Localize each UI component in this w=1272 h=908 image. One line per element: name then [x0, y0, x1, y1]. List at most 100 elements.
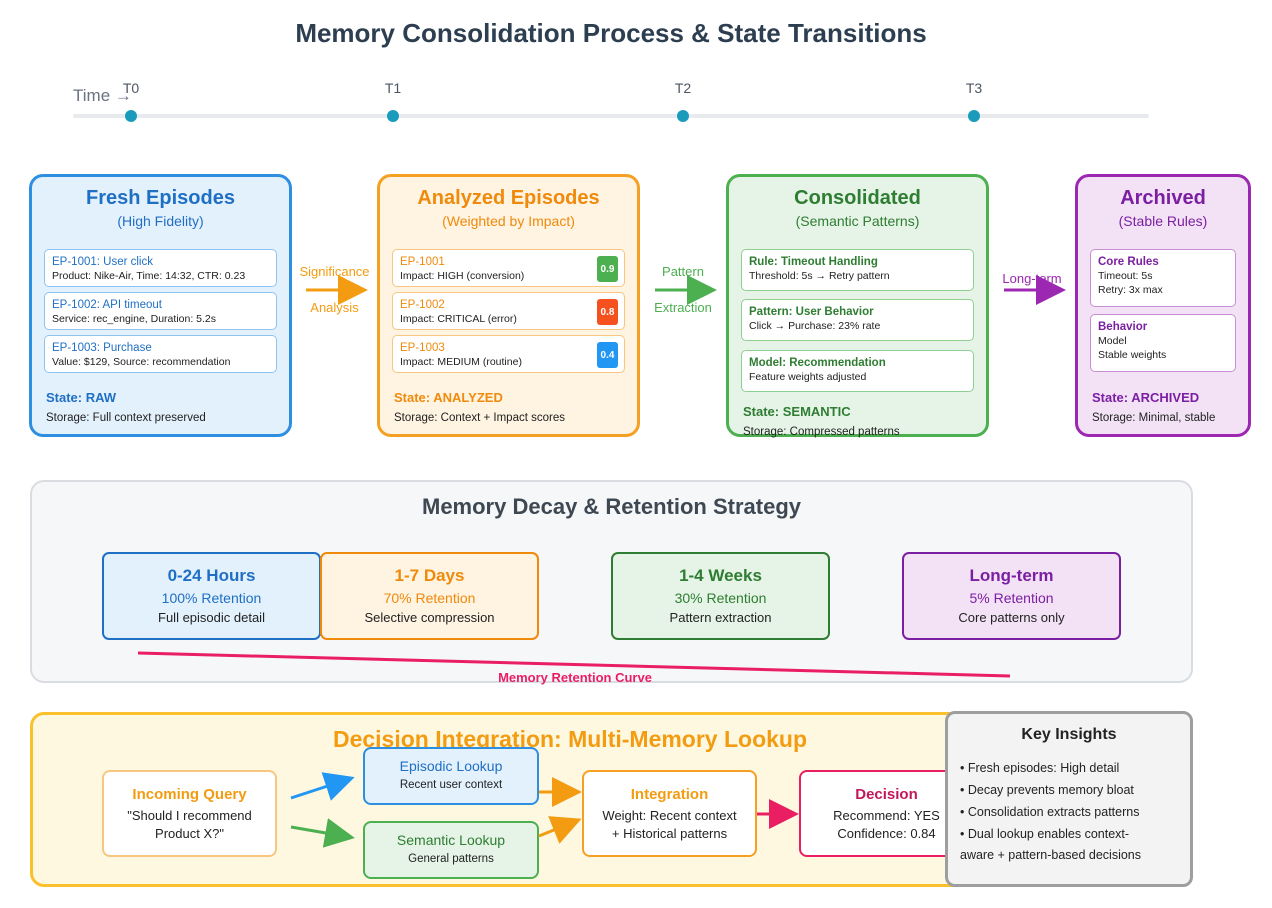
state-archived: Archived (Stable Rules) Core Rules Timeo…: [1075, 174, 1251, 437]
retention-curve-line: [137, 651, 1011, 678]
state-title: Fresh Episodes: [86, 187, 235, 209]
insight-item: • Fresh episodes: High detail: [960, 761, 1120, 775]
storage-label: Storage: Compressed patterns: [743, 426, 900, 438]
rule-detail: Timeout: 5s: [1098, 270, 1153, 282]
arrow-semantic-to-integration: [538, 816, 582, 844]
insight-item: aware + pattern-based decisions: [960, 848, 1142, 862]
state-fresh-episodes: Fresh Episodes (High Fidelity) EP-1001: …: [29, 174, 292, 437]
timeline-label: Time →: [73, 86, 132, 105]
flow-detail: General patterns: [408, 853, 494, 865]
episode-detail: Impact: HIGH (conversion): [400, 270, 525, 282]
flow-title: Integration: [630, 786, 709, 803]
key-insights-panel: Key Insights • Fresh episodes: High deta…: [945, 711, 1193, 887]
retention-curve-label: Memory Retention Curve: [498, 670, 652, 685]
timeline-dot: [968, 110, 980, 122]
rule-detail: Stable weights: [1098, 349, 1167, 361]
integration-box: Integration Weight: Recent context + His…: [582, 770, 757, 857]
episode-title: EP-1001: User click: [52, 256, 153, 268]
decay-period: 1-7 Days: [394, 566, 465, 585]
episode-item: EP-1002 Impact: CRITICAL (error) 0.8: [392, 292, 625, 330]
state-subtitle: (Semantic Patterns): [795, 213, 920, 229]
decay-box-longterm: Long-term 5% Retention Core patterns onl…: [902, 552, 1121, 640]
flow-title: Semantic Lookup: [396, 832, 506, 848]
pattern-detail: Threshold: 5s → Retry pattern: [749, 270, 890, 282]
episode-item: EP-1001: User click Product: Nike-Air, T…: [44, 249, 277, 287]
insight-item: • Dual lookup enables context-: [960, 827, 1130, 841]
state-subtitle: (Weighted by Impact): [442, 213, 575, 229]
flow-detail: Weight: Recent context: [602, 808, 737, 823]
decay-box-hours: 0-24 Hours 100% Retention Full episodic …: [102, 552, 321, 640]
state-title: Archived: [1120, 187, 1206, 209]
flow-title: Episodic Lookup: [399, 758, 503, 774]
rule-detail: Model: [1098, 335, 1127, 347]
decay-description: Core patterns only: [958, 610, 1065, 625]
episode-detail: Impact: MEDIUM (routine): [400, 356, 522, 368]
timeline-dot: [387, 110, 399, 122]
timeline-tick-label: T1: [384, 80, 402, 96]
storage-label: Storage: Full context preserved: [46, 412, 206, 424]
pattern-title: Rule: Timeout Handling: [749, 256, 878, 268]
decay-period: 0-24 Hours: [167, 566, 256, 585]
storage-label: Storage: Context + Impact scores: [394, 412, 565, 424]
decay-retention: 5% Retention: [969, 590, 1054, 606]
state-label: State: ANALYZED: [394, 390, 503, 405]
incoming-query-box: Incoming Query "Should I recommend Produ…: [102, 770, 277, 857]
episode-title: EP-1002: [400, 299, 445, 311]
flow-detail: Recommend: YES: [833, 808, 940, 823]
pattern-item: Rule: Timeout Handling Threshold: 5s → R…: [741, 249, 974, 291]
semantic-lookup-box: Semantic Lookup General patterns: [363, 821, 539, 879]
timeline-axis: [73, 114, 1149, 118]
decay-period: Long-term: [969, 566, 1054, 585]
episode-item: EP-1001 Impact: HIGH (conversion) 0.9: [392, 249, 625, 287]
page-title: Memory Consolidation Process & State Tra…: [295, 18, 927, 48]
state-subtitle: (Stable Rules): [1118, 213, 1208, 229]
flow-detail: + Historical patterns: [611, 826, 728, 841]
episode-item: EP-1003: Purchase Value: $129, Source: r…: [44, 335, 277, 373]
pattern-title: Pattern: User Behavior: [749, 306, 874, 318]
decay-description: Pattern extraction: [669, 610, 772, 625]
pattern-item: Model: Recommendation Feature weights ad…: [741, 350, 974, 392]
flow-title: Incoming Query: [132, 786, 247, 803]
decay-retention: 100% Retention: [161, 590, 262, 606]
rule-item: Behavior Model Stable weights: [1090, 314, 1236, 372]
rule-title: Behavior: [1098, 321, 1148, 333]
decay-box-weeks: 1-4 Weeks 30% Retention Pattern extracti…: [611, 552, 830, 640]
state-label: State: ARCHIVED: [1092, 390, 1200, 405]
arrow-query-to-semantic: [290, 818, 355, 848]
decay-retention: 30% Retention: [674, 590, 767, 606]
episode-detail: Product: Nike-Air, Time: 14:32, CTR: 0.2…: [52, 270, 246, 282]
pattern-title: Model: Recommendation: [749, 357, 886, 369]
state-subtitle: (High Fidelity): [117, 213, 204, 229]
episode-item: EP-1003 Impact: MEDIUM (routine) 0.4: [392, 335, 625, 373]
episode-title: EP-1003: [400, 342, 445, 354]
episode-detail: Service: rec_engine, Duration: 5.2s: [52, 313, 217, 325]
decision-box: Decision Recommend: YES Confidence: 0.84: [799, 770, 974, 857]
state-title: Consolidated: [794, 187, 921, 209]
timeline-tick-label: T3: [965, 80, 983, 96]
timeline-tick-label: T0: [122, 80, 140, 96]
timeline-tick-label: T2: [674, 80, 692, 96]
impact-score-badge: 0.4: [597, 342, 618, 368]
insight-item: • Consolidation extracts patterns: [960, 805, 1140, 819]
episode-detail: Impact: CRITICAL (error): [400, 313, 517, 325]
rule-item: Core Rules Timeout: 5s Retry: 3x max: [1090, 249, 1236, 307]
rule-title: Core Rules: [1098, 256, 1159, 268]
state-title: Analyzed Episodes: [417, 187, 600, 209]
state-label: State: SEMANTIC: [743, 404, 851, 419]
decay-title: Memory Decay & Retention Strategy: [422, 494, 801, 519]
insight-item: • Decay prevents memory bloat: [960, 783, 1134, 797]
pattern-detail: Feature weights adjusted: [749, 371, 867, 383]
arrow-query-to-episodic: [290, 772, 355, 801]
state-consolidated: Consolidated (Semantic Patterns) Rule: T…: [726, 174, 989, 438]
episodic-lookup-box: Episodic Lookup Recent user context: [363, 747, 539, 805]
flow-detail: Confidence: 0.84: [837, 826, 936, 841]
pattern-item: Pattern: User Behavior Click → Purchase:…: [741, 299, 974, 341]
decay-retention: 70% Retention: [383, 590, 476, 606]
decay-description: Full episodic detail: [158, 610, 265, 625]
pattern-detail: Click → Purchase: 23% rate: [749, 320, 881, 332]
flow-detail: "Should I recommend: [127, 808, 252, 823]
flow-detail: Product X?": [155, 826, 224, 841]
episode-detail: Value: $129, Source: recommendation: [52, 356, 231, 368]
flow-title: Decision: [855, 786, 918, 803]
